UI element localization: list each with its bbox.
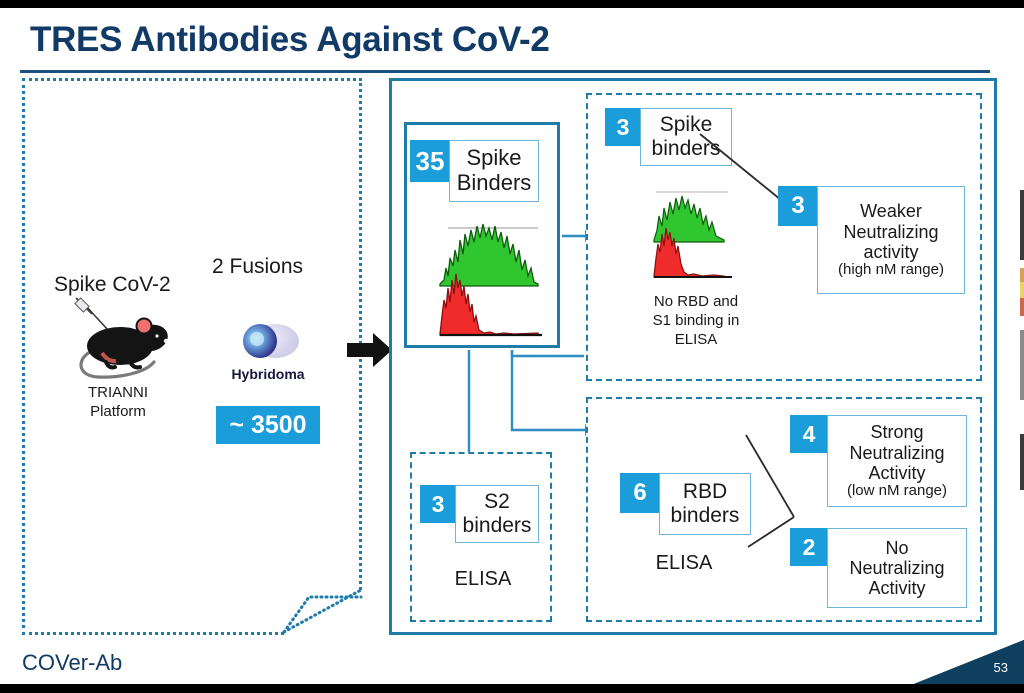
spike-binders-label-line2: Binders: [456, 170, 532, 195]
top-black-bar: [0, 0, 1024, 8]
spike-binders-count: 35: [410, 140, 450, 182]
immunogen-label: Spike CoV-2: [54, 273, 171, 296]
nonneut-line2: Neutralizing: [849, 557, 945, 578]
immunization-panel-bottom-edge: [22, 632, 284, 635]
rbd-assay-label: ELISA: [655, 552, 713, 574]
immunization-panel: [22, 78, 362, 635]
right-edge-sliver: [1017, 190, 1024, 490]
rbd-binders-line2: binders: [670, 504, 740, 527]
s2-binders-count: 3: [420, 485, 456, 523]
hybridoma-cell-icon: [238, 320, 300, 362]
strong-neutralizing-card: 4 Strong Neutralizing Activity (low nM r…: [790, 415, 967, 507]
slide-number-corner: [914, 640, 1024, 684]
footer-brand: COVer-Ab: [22, 650, 123, 675]
strong-line1: Strong: [870, 422, 924, 443]
rbd-binders-count: 6: [620, 473, 660, 513]
strong-line2: Neutralizing: [849, 442, 945, 463]
s2-binders-line1: S2: [484, 490, 510, 514]
weaker-line2: Neutralizing: [843, 221, 939, 242]
nonneut-line1: No: [885, 537, 909, 558]
spike-binders-branch-label: Spike binders: [640, 108, 732, 166]
spike-binders-card: 35 Spike Binders: [410, 140, 539, 202]
strong-neutralizing-label: Strong Neutralizing Activity (low nM ran…: [827, 415, 967, 507]
rbd-binders-line1: RBD: [682, 480, 728, 504]
no-neutralizing-card: 2 No Neutralizing Activity: [790, 528, 967, 608]
spike-binders-branch-count: 3: [605, 108, 641, 146]
flow-cytometry-histogram-icon: [434, 216, 550, 338]
platform-subtitle: Platform: [90, 403, 146, 420]
rbd-binders-card: 6 RBD binders: [620, 473, 751, 535]
strong-line4: (low nM range): [846, 481, 948, 499]
s2-binders-label: S2 binders: [455, 485, 539, 543]
s2-binders-card: 3 S2 binders: [420, 485, 539, 543]
hybridoma-count-badge: ~ 3500: [216, 406, 320, 444]
no-neutralizing-count: 2: [790, 528, 828, 566]
strong-neutralizing-count: 4: [790, 415, 828, 453]
no-neutralizing-label: No Neutralizing Activity: [827, 528, 967, 608]
immunization-panel-right-edge: [359, 78, 362, 590]
right-block-arrow-icon: [347, 333, 392, 367]
spike-binders-branch-line2: binders: [651, 137, 721, 160]
weaker-line1: Weaker: [860, 201, 922, 222]
flow-cytometry-histogram-icon-secondary: [648, 186, 744, 280]
strong-line3: Activity: [868, 462, 926, 483]
page-title: TRES Antibodies Against CoV-2: [30, 20, 550, 59]
panel-folded-corner: [281, 587, 363, 635]
spike-branch-assay-note: No RBD and S1 binding in ELISA: [652, 293, 740, 349]
spike-binders-label: Spike Binders: [449, 140, 539, 202]
weaker-neutralizing-label: Weaker Neutralizing activity (high nM ra…: [817, 186, 965, 294]
platform-name: TRIANNI: [88, 384, 148, 401]
nonneut-line3: Activity: [868, 578, 926, 599]
spike-binders-branch-card: 3 Spike binders: [605, 108, 732, 166]
weaker-neutralizing-card: 3 Weaker Neutralizing activity (high nM …: [778, 186, 965, 294]
slide-number: 53: [993, 660, 1008, 675]
rbd-binders-label: RBD binders: [659, 473, 751, 535]
spike-binders-branch-line1: Spike: [659, 113, 713, 137]
bottom-black-bar: [0, 684, 1024, 693]
weaker-line4: (high nM range): [838, 260, 944, 278]
weaker-neutralizing-count: 3: [778, 186, 818, 226]
weaker-line3: activity: [863, 241, 919, 262]
mouse-icon: [62, 296, 172, 382]
s2-binders-line2: binders: [462, 514, 532, 537]
spike-binders-label-line1: Spike: [466, 145, 522, 171]
s2-assay-label: ELISA: [454, 568, 512, 590]
fusions-label: 2 Fusions: [212, 255, 304, 278]
hybridoma-label: Hybridoma: [231, 366, 305, 382]
title-divider: [20, 70, 990, 73]
